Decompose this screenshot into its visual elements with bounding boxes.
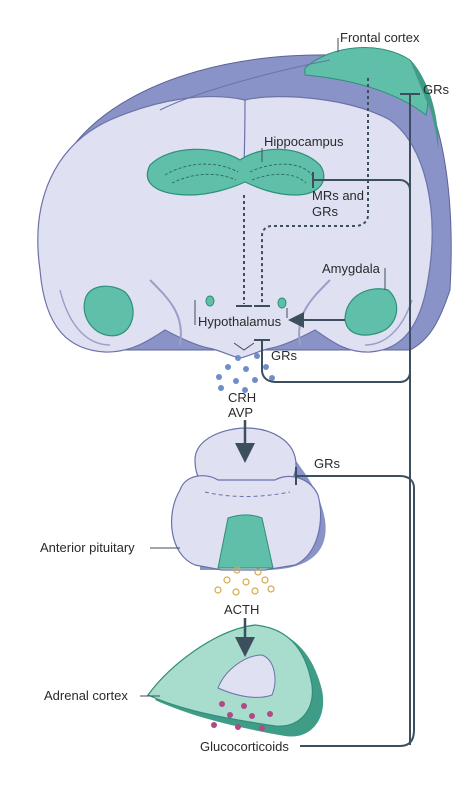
hypothalamus-nucleus-right [277,297,287,309]
crh-label: CRH [228,390,256,405]
adrenal-gland [147,624,324,737]
grs-mrs-label: GRs [312,204,339,219]
leader-lines [140,38,386,697]
adrenal-medulla-region [217,654,276,698]
glucocorticoids-label: Glucocorticoids [200,739,289,754]
avp-label: AVP [228,405,253,420]
pituitary-divider [204,491,291,497]
frontal-cortex-side [410,60,439,150]
acth-molecules [214,566,275,596]
frontal-cortex-label: Frontal cortex [340,30,420,45]
grs-hypothalamus-label: GRs [271,348,298,363]
amygdala-region [344,288,398,336]
glucocorticoid-molecules [211,701,273,731]
right-ventricle-curve [298,279,331,346]
grs-top-label: GRs [423,82,450,97]
brain-front-face [37,96,433,359]
brain-top-ridge [159,59,331,111]
amygdala-label: Amygdala [322,261,381,276]
hippocampus-label: Hippocampus [264,134,344,149]
hypothalamus-label: Hypothalamus [198,314,282,329]
left-amygdala-region [83,285,134,337]
mrs-and-label: MRs and [312,188,364,203]
left-outer-curve [59,289,111,346]
hippocampus-folds [164,163,313,184]
hypothalamus-bracket [194,300,288,351]
inhibitory-lines [243,78,369,304]
pituitary [171,427,326,571]
brain [37,47,452,359]
acth-label: ACTH [224,602,259,617]
hippocampus-region [146,148,325,196]
hippocampus-line [313,179,411,191]
pituitary-stalk [217,514,274,569]
hypothalamus-lower-line [261,340,411,383]
crh-molecules [216,353,275,393]
adrenal-cortex-label: Adrenal cortex [44,688,128,703]
grs-pituitary-label: GRs [314,456,341,471]
glucocorticoid-return-loop [297,475,415,747]
feedback-lines [235,93,420,747]
hypothalamus-nucleus-left [205,295,215,307]
left-ventricle-curve [149,279,182,346]
anterior-pituitary-label: Anterior pituitary [40,540,135,555]
